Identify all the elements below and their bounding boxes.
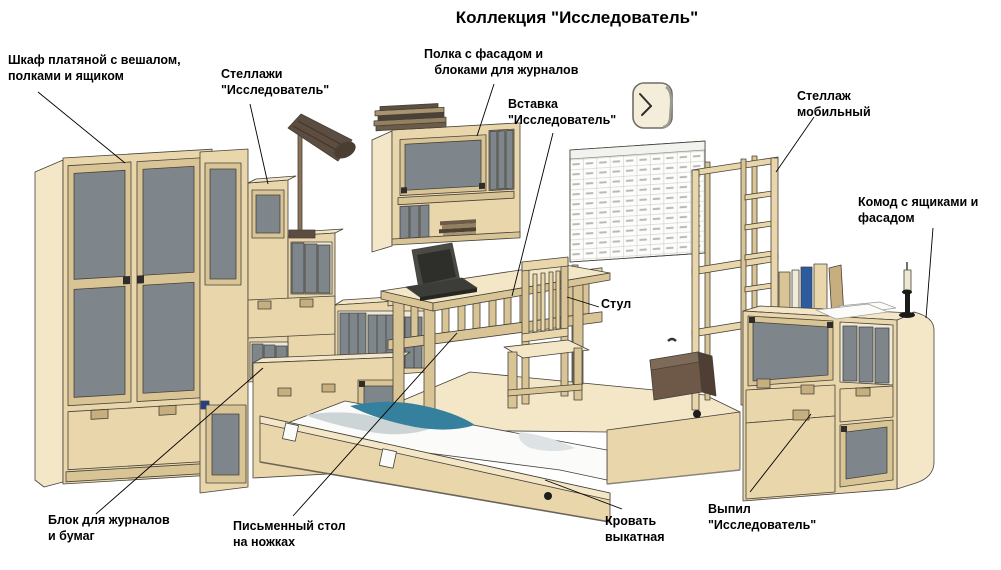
laptop	[405, 242, 478, 301]
wall-clock	[632, 82, 673, 129]
blanket	[350, 401, 475, 430]
periodic-table-poster	[569, 140, 706, 398]
desk-leg	[392, 299, 405, 413]
bed-platform	[379, 371, 741, 485]
leader-lines	[37, 83, 934, 517]
bed-caster	[544, 492, 552, 500]
lower-gray-door	[211, 413, 240, 476]
desk-lamp	[287, 113, 356, 239]
label-shelf-facade: Полка с фасадом и блоками для журналов	[424, 47, 579, 77]
label-mobile-rack: Стеллаж мобильный	[797, 89, 871, 119]
magazine-file	[291, 242, 305, 294]
caster-wheel	[693, 410, 701, 418]
candlestick	[899, 262, 915, 318]
magazine-stack	[373, 103, 447, 132]
label-insert: Вставка "Исследователь"	[508, 97, 617, 127]
wall-shelf	[371, 103, 521, 253]
label-magazine-block: Блок для журналов и бумаг	[48, 513, 170, 543]
label-bed: Кровать выкатная	[605, 514, 665, 544]
pullout-bed	[259, 400, 611, 523]
desk-leg	[423, 303, 436, 413]
label-wardrobe: Шкаф платяной с вешалом, полками и ящико…	[8, 53, 181, 83]
door-handle	[123, 276, 130, 285]
wardrobe	[34, 148, 213, 488]
mobile-rack	[691, 155, 779, 418]
label-desk: Письменный стол на ножках	[233, 519, 346, 549]
label-shelving: Стеллажи "Исследователь"	[221, 67, 330, 97]
label-dresser: Комод с ящиками и фасадом	[858, 195, 979, 225]
papers	[814, 301, 897, 320]
magazine-file	[842, 325, 858, 382]
dresser	[742, 262, 935, 502]
page-title: Коллекция "Исследователь"	[455, 8, 699, 27]
suitcase	[649, 337, 717, 401]
chair	[503, 256, 590, 409]
door-handle	[137, 275, 144, 284]
dresser-gray-door	[845, 426, 888, 480]
magazine-file	[489, 130, 498, 190]
label-chair: Стул	[601, 297, 632, 311]
board-cutout	[282, 422, 299, 442]
wardrobe-drawer	[67, 402, 209, 471]
clock-hand-minute	[639, 93, 652, 107]
clock-hand-hour	[641, 105, 652, 116]
board-cutout	[378, 448, 397, 469]
dresser-drawer	[745, 415, 836, 500]
label-cutout: Выпил "Исследователь"	[708, 502, 817, 532]
dresser-side	[896, 311, 935, 490]
dresser-small-drawer	[839, 385, 894, 423]
